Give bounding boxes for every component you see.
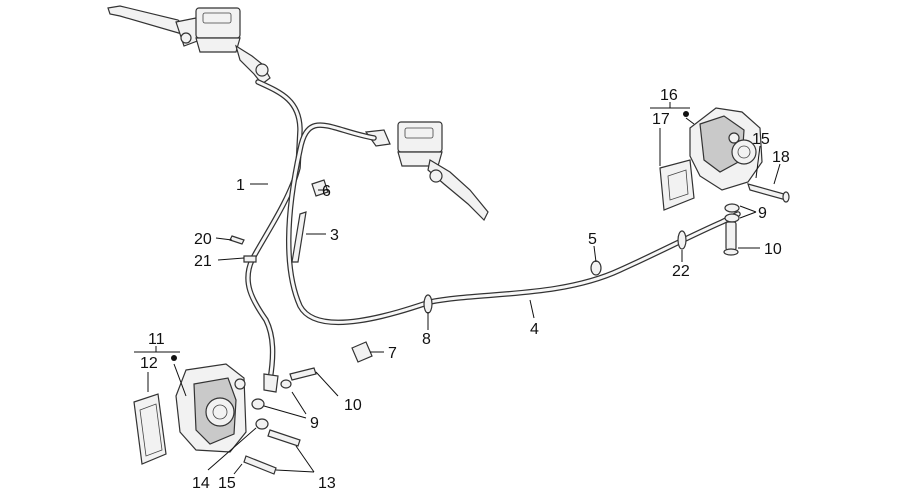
leader-lines	[134, 102, 781, 475]
screw-20	[229, 235, 245, 245]
callout-10-front: 10	[344, 397, 362, 414]
callout-18: 18	[772, 149, 790, 166]
o-ring-5	[590, 260, 602, 276]
rear-master-cylinder	[364, 121, 489, 222]
callout-labels: 1 3 4 5 6 7 8 9 9 10 10 11 12 13 14 15 1…	[140, 87, 790, 491]
callout-5: 5	[588, 231, 597, 248]
hose-clamp-7	[351, 341, 373, 363]
callout-9-rear: 9	[758, 205, 767, 222]
callout-15-front: 15	[218, 475, 236, 491]
hose-guide-3	[291, 211, 307, 263]
callout-22: 22	[672, 263, 690, 280]
rear-bolts	[723, 183, 790, 256]
callout-3: 3	[330, 227, 339, 244]
leader-dot	[683, 111, 689, 117]
rear-brake-hose	[286, 122, 741, 326]
callout-1: 1	[236, 177, 245, 194]
callout-20: 20	[194, 231, 212, 248]
leader-dot	[171, 355, 177, 361]
callout-15-rear: 15	[752, 131, 770, 148]
front-brake-hose	[245, 79, 303, 393]
front-master-cylinder	[107, 5, 271, 85]
callout-8: 8	[422, 331, 431, 348]
callout-6: 6	[322, 183, 331, 200]
front-bolts	[243, 367, 317, 475]
callout-9-front: 9	[310, 415, 319, 432]
front-brake-caliper	[133, 363, 247, 465]
callout-7: 7	[388, 345, 397, 362]
callout-12: 12	[140, 355, 158, 372]
rear-brake-caliper	[659, 107, 763, 211]
callout-11: 11	[148, 331, 165, 348]
grommet-8	[423, 294, 433, 314]
callout-14: 14	[192, 475, 210, 491]
callout-17: 17	[652, 111, 670, 128]
callout-21: 21	[194, 253, 212, 270]
callout-10-rear: 10	[764, 241, 782, 258]
callout-16: 16	[660, 87, 678, 104]
hose-clip-6	[311, 179, 329, 197]
callout-4: 4	[530, 321, 539, 338]
clip-21	[243, 255, 257, 263]
callout-13: 13	[318, 475, 336, 491]
grommet-22	[677, 230, 687, 250]
